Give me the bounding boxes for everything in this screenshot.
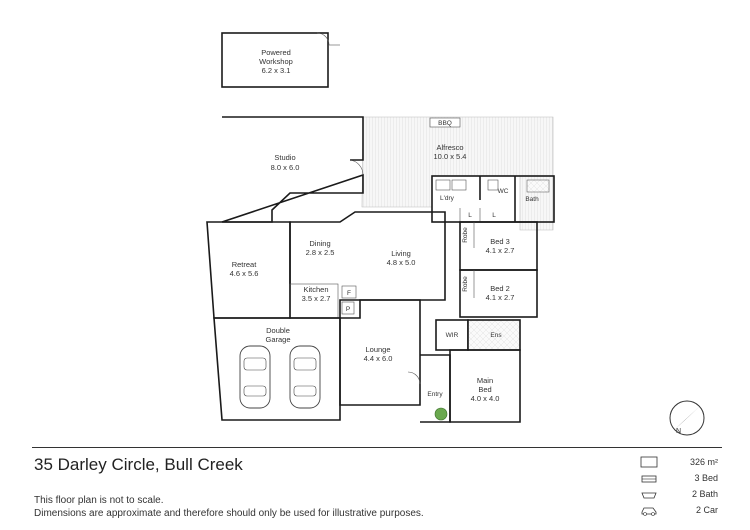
lounge-dims: 4.4 x 6.0 [364, 354, 393, 363]
robe-label-bed3: Robe [462, 227, 469, 243]
garage-label-1: Double [266, 326, 290, 335]
garage-label-2: Garage [265, 335, 290, 344]
living-zone: Dining 2.8 x 2.5 Living 4.8 x 5.0 Kitche… [289, 211, 446, 319]
stat-cars: 2 Car [640, 502, 718, 518]
bed3-label: Bed 3 [490, 237, 510, 246]
bath-label: Bath [525, 196, 539, 203]
alfresco-dims: 10.0 x 5.4 [434, 152, 467, 161]
retreat-label: Retreat [232, 260, 258, 269]
stat-baths-value: 2 Bath [691, 489, 718, 499]
entry-area: Entry [420, 354, 451, 423]
bath-icon [641, 492, 657, 499]
retreat-dims: 4.6 x 5.6 [230, 269, 259, 278]
studio-room: Studio 8.0 x 6.0 [221, 116, 364, 223]
lounge-label: Lounge [365, 345, 390, 354]
property-stats: 326 m² 3 Bed 2 Bath 2 Car [640, 454, 718, 518]
main-bed-label-1: Main [477, 376, 493, 385]
linen-label-2: L [492, 212, 496, 219]
workshop-room: Powered Workshop 6.2 x 3.1 [221, 32, 340, 88]
bedroom-wing: Robe Robe Bed 3 4.1 x 2.7 Bed 2 4.1 x 2.… [459, 221, 538, 318]
car-2 [289, 345, 321, 409]
car-1 [239, 345, 271, 409]
bed-icon [641, 475, 657, 483]
living-dims: 4.8 x 5.0 [387, 258, 416, 267]
garage-room: Double Garage [213, 317, 341, 421]
car-icon [641, 507, 657, 516]
bed2-dims: 4.1 x 2.7 [486, 293, 515, 302]
property-address: 35 Darley Circle, Bull Creek [34, 455, 243, 474]
ensuite-label: Ens [490, 332, 502, 339]
robe-label-bed2: Robe [462, 276, 469, 292]
alfresco-label: Alfresco [436, 143, 463, 152]
stat-area-value: 326 m² [689, 457, 718, 467]
stat-beds-value: 3 Bed [694, 473, 718, 483]
dining-label: Dining [309, 239, 330, 248]
workshop-label-2: Workshop [259, 57, 293, 66]
stat-area: 326 m² [640, 454, 718, 470]
dining-dims: 2.8 x 2.5 [306, 248, 335, 257]
pantry-label: P [346, 306, 350, 313]
garden-plant [434, 407, 448, 421]
stat-baths: 2 Bath [640, 486, 718, 502]
alfresco-area: BBQ Alfresco 10.0 x 5.4 [361, 116, 554, 231]
ensuite-block: WIR Ens [435, 319, 521, 351]
linen-label-1: L [468, 212, 472, 219]
svg-text:N: N [676, 428, 681, 435]
bed3-dims: 4.1 x 2.7 [486, 246, 515, 255]
kitchen-dims: 3.5 x 2.7 [302, 294, 331, 303]
living-label: Living [391, 249, 411, 258]
entry-label: Entry [427, 391, 443, 398]
laundry-label: L'dry [440, 195, 455, 202]
floor-plan: Powered Workshop 6.2 x 3.1 BBQ Alfresco … [206, 32, 705, 436]
retreat-room: Retreat 4.6 x 5.6 [206, 221, 291, 319]
main-bed-room: Main Bed 4.0 x 4.0 [449, 349, 521, 423]
main-bed-label-2: Bed [478, 385, 491, 394]
disclaimer-line-2: Dimensions are approximate and therefore… [34, 508, 424, 519]
studio-dims: 8.0 x 6.0 [271, 163, 300, 172]
compass-icon: N [669, 400, 705, 436]
stat-beds: 3 Bed [640, 470, 718, 486]
studio-label: Studio [274, 153, 295, 162]
area-icon [640, 456, 658, 468]
stat-cars-value: 2 Car [695, 505, 718, 515]
footer-divider [32, 447, 722, 448]
lounge-room: Lounge 4.4 x 6.0 [339, 299, 421, 406]
wir-label: WIR [446, 332, 459, 339]
wc-label: WC [498, 188, 509, 195]
bed2-label: Bed 2 [490, 284, 510, 293]
workshop-label-1: Powered [261, 48, 291, 57]
disclaimer-line-1: This floor plan is not to scale. [34, 495, 164, 506]
kitchen-label: Kitchen [303, 285, 328, 294]
workshop-dims: 6.2 x 3.1 [262, 66, 291, 75]
disclaimer: This floor plan is not to scale. Dimensi… [34, 494, 424, 520]
bbq-label: BBQ [438, 120, 452, 127]
fridge-label: F [347, 290, 351, 297]
main-bed-dims: 4.0 x 4.0 [471, 394, 500, 403]
